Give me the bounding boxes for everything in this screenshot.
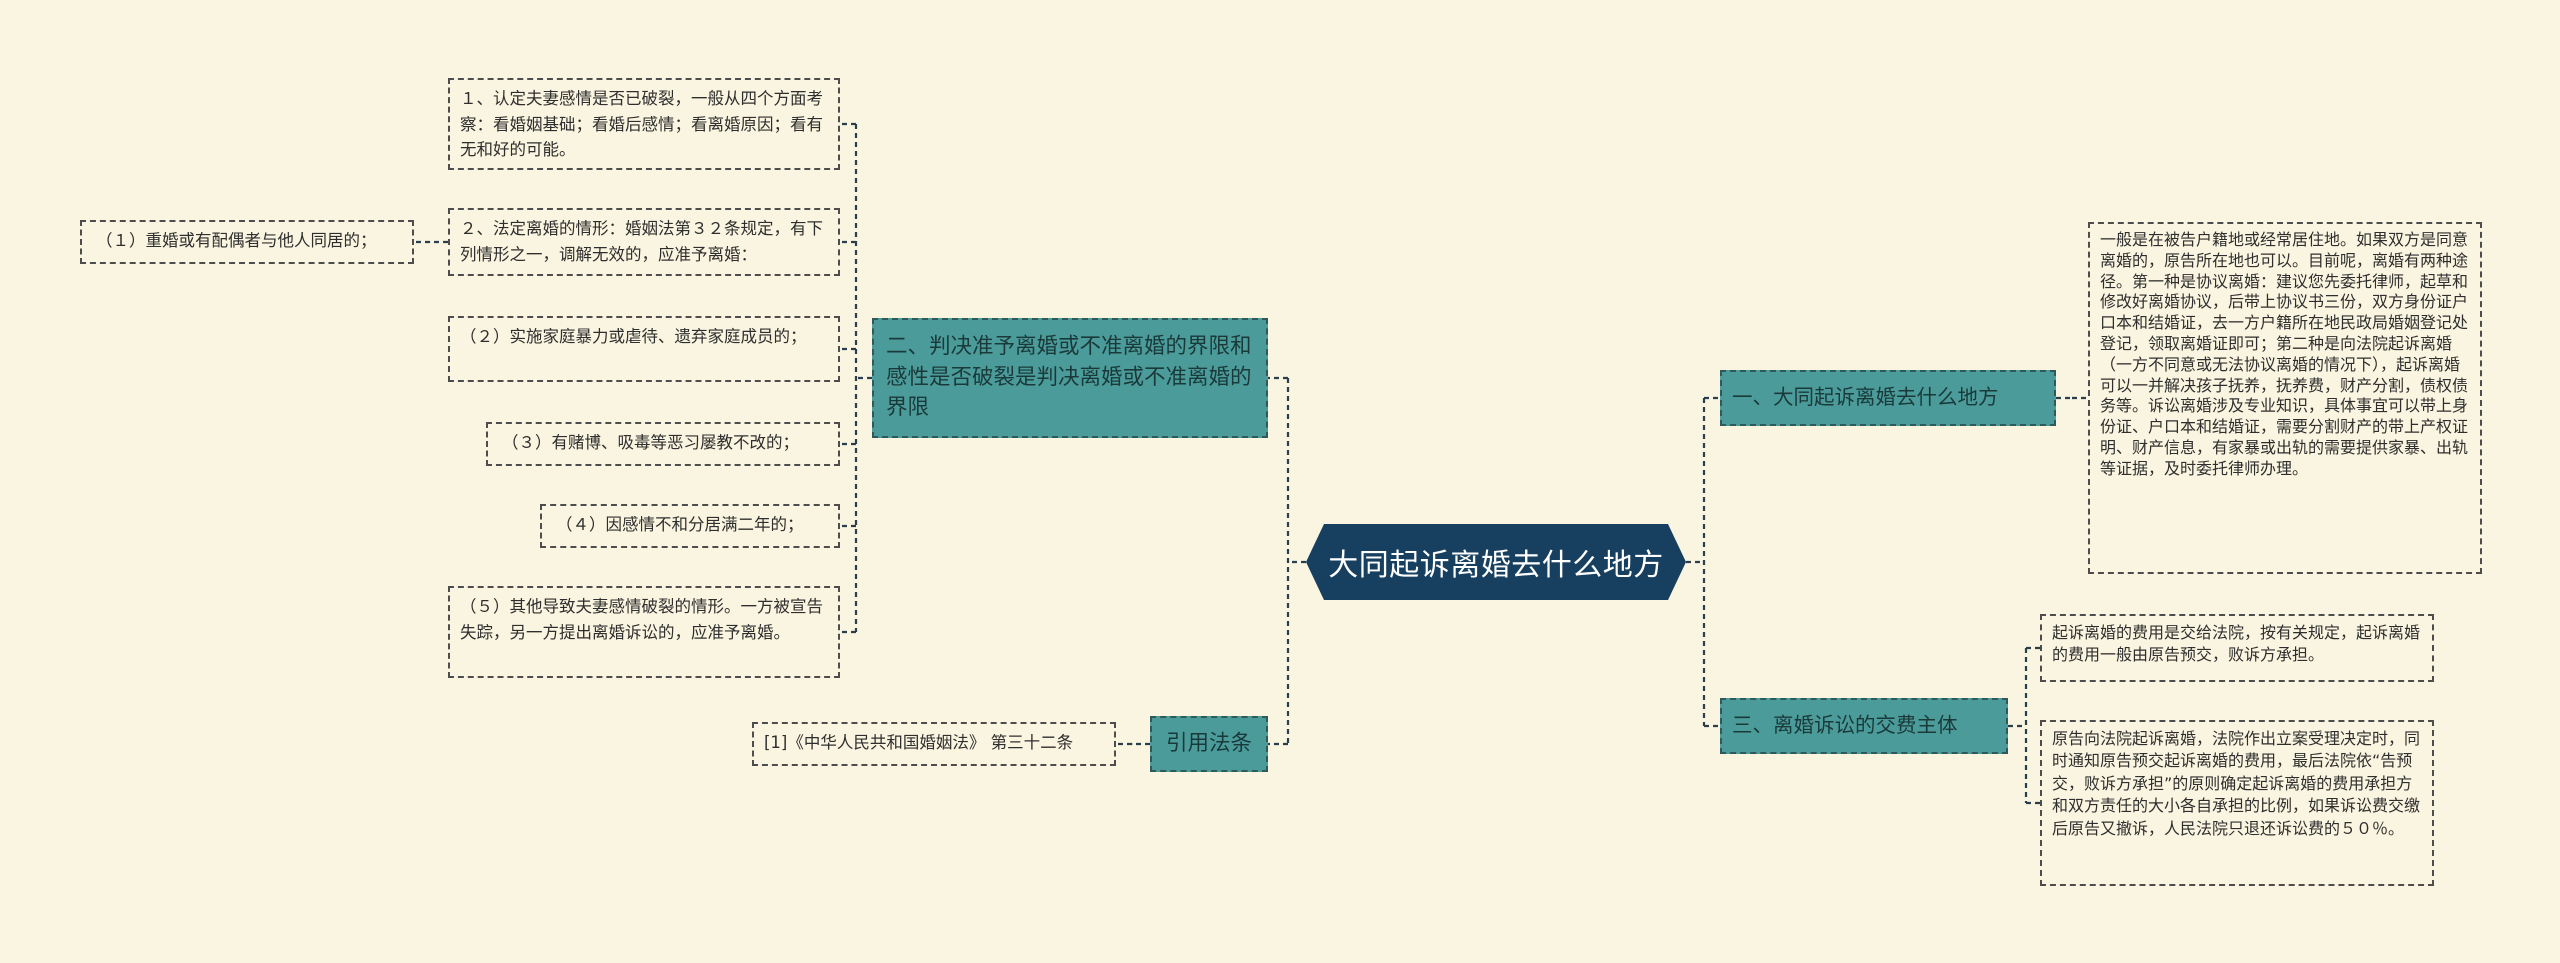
branch-court-location[interactable]: 一、大同起诉离婚去什么地方 xyxy=(1720,370,2056,426)
leaf-fee-payer-rule-text: 起诉离婚的费用是交给法院，按有关规定，起诉离婚的费用一般由原告预交，败诉方承担。 xyxy=(2052,623,2421,665)
leaf-court-location-detail[interactable]: 一般是在被告户籍地或经常居住地。如果双方是同意离婚的，原告所在地也可以。目前呢，… xyxy=(2088,222,2482,574)
leaf-other-breakdown[interactable]: （５）其他导致夫妻感情破裂的情形。一方被宣告失踪，另一方提出离婚诉讼的，应准予离… xyxy=(448,586,840,678)
leaf-fee-payer-procedure[interactable]: 原告向法院起诉离婚，法院作出立案受理决定时，同时通知原告预交起诉离婚的费用，最后… xyxy=(2040,720,2434,886)
branch-court-location-label: 一、大同起诉离婚去什么地方 xyxy=(1732,385,1999,410)
leaf-separation-text: （４）因感情不和分居满二年的； xyxy=(556,515,804,534)
branch-fee-payer[interactable]: 三、离婚诉讼的交费主体 xyxy=(1720,698,2008,754)
leaf-domestic-violence[interactable]: （２）实施家庭暴力或虐待、遗弃家庭成员的； xyxy=(448,316,840,382)
leaf-gambling-drugs-text: （３）有赌博、吸毒等恶习屡教不改的； xyxy=(502,433,799,452)
branch-cited-law[interactable]: 引用法条 xyxy=(1150,716,1268,772)
central-topic-label: 大同起诉离婚去什么地方 xyxy=(1328,548,1664,583)
leaf-court-location-text: 一般是在被告户籍地或经常居住地。如果双方是同意离婚的，原告所在地也可以。目前呢，… xyxy=(2100,230,2469,478)
leaf-judgment-criteria-text: １、认定夫妻感情是否已破裂，一般从四个方面考察：看婚姻基础；看婚后感情；看离婚原… xyxy=(460,89,823,160)
central-topic[interactable]: 大同起诉离婚去什么地方 xyxy=(1306,524,1686,600)
branch-cited-law-label: 引用法条 xyxy=(1165,730,1252,756)
leaf-separation[interactable]: （４）因感情不和分居满二年的； xyxy=(540,504,840,548)
leaf-judgment-criteria[interactable]: １、认定夫妻感情是否已破裂，一般从四个方面考察：看婚姻基础；看婚后感情；看离婚原… xyxy=(448,78,840,170)
leaf-marriage-law-article[interactable]: [1]《中华人民共和国婚姻法》 第三十二条 xyxy=(752,722,1116,766)
branch-divorce-judgment[interactable]: 二、判决准予离婚或不准离婚的界限和感性是否破裂是判决离婚或不准离婚的界限 xyxy=(872,318,1268,438)
leaf-other-breakdown-text: （５）其他导致夫妻感情破裂的情形。一方被宣告失踪，另一方提出离婚诉讼的，应准予离… xyxy=(460,597,823,642)
leaf-fee-payer-procedure-text: 原告向法院起诉离婚，法院作出立案受理决定时，同时通知原告预交起诉离婚的费用，最后… xyxy=(2052,729,2421,838)
leaf-marriage-law-article-text: [1]《中华人民共和国婚姻法》 第三十二条 xyxy=(764,733,1074,752)
leaf-fee-payer-rule[interactable]: 起诉离婚的费用是交给法院，按有关规定，起诉离婚的费用一般由原告预交，败诉方承担。 xyxy=(2040,614,2434,682)
leaf-gambling-drugs[interactable]: （３）有赌博、吸毒等恶习屡教不改的； xyxy=(486,422,840,466)
leaf-legal-grounds-text: ２、法定离婚的情形：婚姻法第３２条规定，有下列情形之一，调解无效的，应准予离婚： xyxy=(460,219,823,264)
branch-fee-payer-label: 三、离婚诉讼的交费主体 xyxy=(1732,713,1958,738)
leaf-domestic-violence-text: （２）实施家庭暴力或虐待、遗弃家庭成员的； xyxy=(460,327,807,346)
branch-divorce-judgment-label: 二、判决准予离婚或不准离婚的界限和感性是否破裂是判决离婚或不准离婚的界限 xyxy=(886,334,1252,421)
leaf-bigamy-text: （１）重婚或有配偶者与他人同居的； xyxy=(96,231,377,250)
leaf-legal-grounds[interactable]: ２、法定离婚的情形：婚姻法第３２条规定，有下列情形之一，调解无效的，应准予离婚： xyxy=(448,208,840,276)
leaf-bigamy[interactable]: （１）重婚或有配偶者与他人同居的； xyxy=(80,220,414,264)
